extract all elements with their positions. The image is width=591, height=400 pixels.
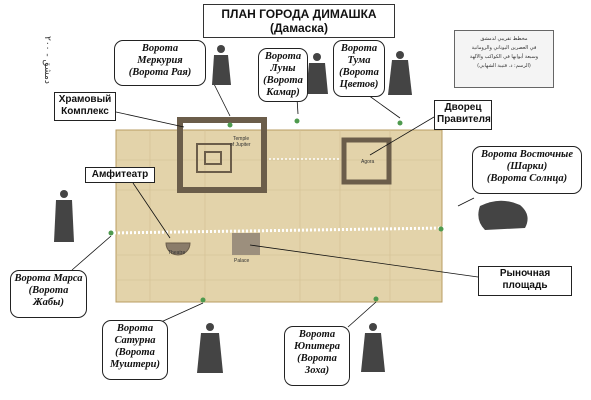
label-line: Правителя [437, 114, 491, 125]
label-market-square: Рыночная площадь [478, 266, 572, 296]
agora [341, 137, 392, 185]
gate-saturn-marker [200, 297, 206, 303]
label-line: площадь [502, 280, 548, 291]
label-palace-of-ruler: Дворец Правителя [434, 100, 492, 130]
deity-figures [54, 45, 528, 373]
arabic-caption-line: (الرسم: د. قتيبة الشهابي) [477, 63, 531, 69]
callout-line: Зоха) [304, 365, 330, 376]
temple-outer [177, 117, 267, 193]
map-label-agora: Agora [361, 159, 375, 165]
callout-line: Ворота Восточные [480, 149, 573, 160]
city-area [115, 129, 443, 303]
callout-line: Жабы) [33, 297, 64, 308]
map-title-line2: (Дамаска) [270, 21, 328, 35]
callout-line: Ворота [116, 323, 154, 334]
gate-moon-marker [294, 118, 300, 124]
figure-moon [306, 53, 328, 94]
figure-east [478, 200, 528, 230]
label-line: Рыночная [499, 268, 551, 279]
label-line: Комплекс [61, 106, 109, 117]
callout-gate-thomas: Ворота Тума (Ворота Цветов) [333, 40, 385, 97]
map-label-palace: Palace [234, 258, 250, 264]
callout-line: (Ворота [115, 347, 155, 358]
callout-line: Ворота [141, 43, 179, 54]
callout-line: (Шарки) [506, 161, 548, 172]
callout-line: (Ворота Рая) [128, 67, 192, 78]
callout-gate-jupiter: Ворота Юпитера (Ворота Зоха) [284, 326, 350, 386]
temple-core [204, 151, 222, 165]
callout-line: (Ворота Солнца) [486, 173, 568, 184]
callout-line: Муштери) [109, 359, 161, 370]
map-title-line1: ПЛАН ГОРОДА ДИМАШКА [221, 7, 377, 21]
callout-line: Цветов) [339, 79, 379, 90]
callout-line: Тума [347, 55, 371, 66]
callout-line: Ворота [340, 43, 378, 54]
callout-line: Ворота Марса [14, 273, 83, 284]
map-label-temple-of: of Jupiter [230, 142, 251, 148]
callout-line: Камар) [266, 87, 300, 98]
arabic-caption-line: في العصرين اليوناني والرومانية [471, 45, 537, 51]
figure-mars [54, 190, 74, 242]
side-arabic-text: دمشق - ٢٠٠ [42, 36, 52, 84]
pointer-lines [71, 83, 479, 328]
temple-inner [196, 143, 232, 173]
callout-gate-mercury: Ворота Меркурия (Ворота Рая) [114, 40, 206, 86]
callout-line: Меркурия [137, 55, 183, 66]
label-temple-complex: Храмовый Комплекс [54, 92, 116, 121]
gate-jupiter-marker [373, 296, 379, 302]
arabic-caption-line: وسبعة أبوابها في الكواكب والآلهة [469, 54, 539, 60]
map-label-theatre: Theatre [168, 250, 186, 256]
gates [108, 118, 444, 303]
callout-line: (Ворота [263, 75, 303, 86]
figure-saturn [197, 323, 223, 373]
callout-line: (Ворота [297, 353, 337, 364]
callout-line: Ворота [298, 329, 336, 340]
map-label-temple: Temple [233, 136, 250, 142]
callout-gate-mars: Ворота Марса (Ворота Жабы) [10, 270, 87, 318]
gate-east-marker [438, 226, 444, 232]
theatre [165, 242, 191, 256]
callout-line: Ворота [264, 51, 302, 62]
gate-mars-marker [108, 230, 114, 236]
figure-mercury [212, 45, 231, 85]
gate-thomas-marker [397, 120, 403, 126]
arabic-caption-box: مخطط تقريبي لدمشق في العصرين اليوناني وا… [454, 30, 554, 88]
callout-line: Юпитера [294, 341, 340, 352]
figure-jupiter [361, 323, 385, 372]
arabic-caption-line: مخطط تقريبي لدمشق [480, 36, 528, 42]
callout-line: (Ворота [339, 67, 379, 78]
palace [232, 233, 260, 255]
gate-mercury-marker [227, 122, 233, 128]
callout-gate-east: Ворота Восточные (Шарки) (Ворота Солнца) [472, 146, 582, 194]
map-title: ПЛАН ГОРОДА ДИМАШКА (Дамаска) [203, 4, 395, 38]
callout-line: Сатурна [114, 335, 156, 346]
label-line: Храмовый [58, 94, 112, 105]
label-line: Амфитеатр [91, 169, 149, 180]
label-line: Дворец [444, 102, 482, 113]
callout-line: (Ворота [28, 285, 69, 296]
label-amphitheatre: Амфитеатр [85, 167, 155, 183]
figure-thomas [388, 51, 412, 95]
callout-gate-saturn: Ворота Сатурна (Ворота Муштери) [102, 320, 168, 380]
callout-gate-moon: Ворота Луны (Ворота Камар) [258, 48, 308, 102]
callout-line: Луны [270, 63, 296, 74]
